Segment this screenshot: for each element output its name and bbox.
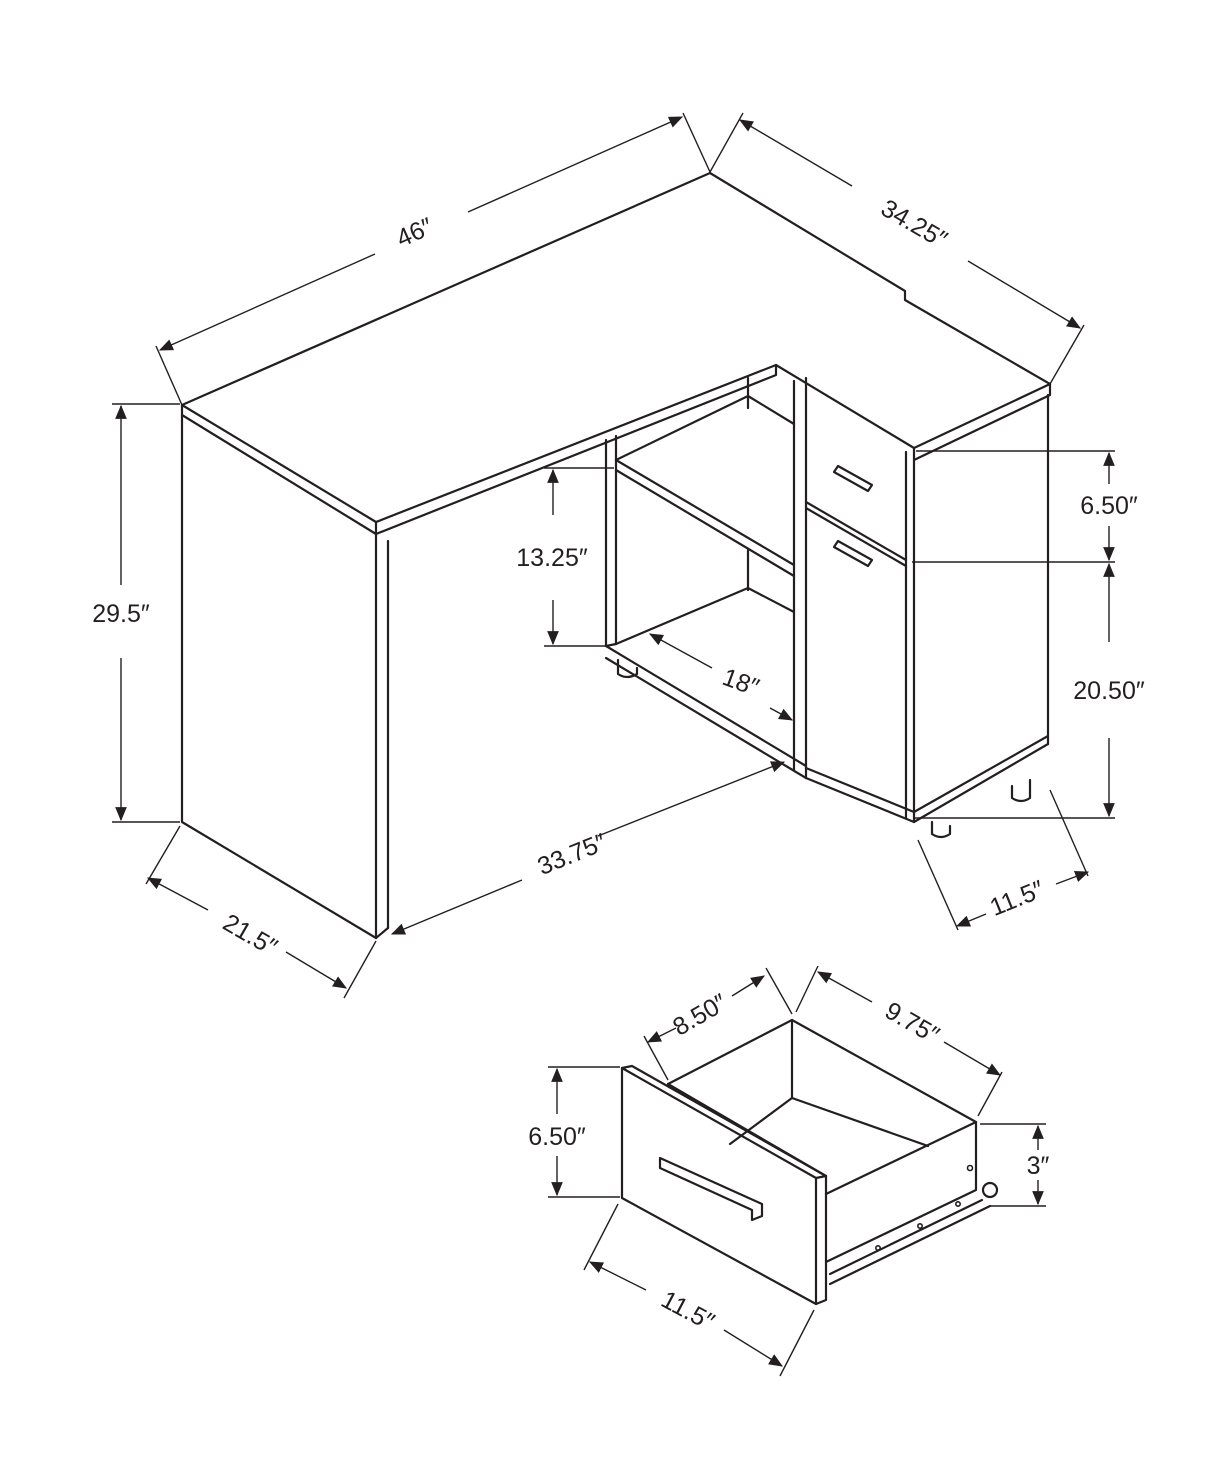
desk-height-label: 29.5″ bbox=[92, 600, 150, 628]
drawer-inner-width-label: 8.50″ bbox=[668, 988, 732, 1041]
open-shelf-unit bbox=[604, 376, 808, 780]
inner-span-label: 33.75″ bbox=[534, 828, 611, 881]
desk-dimensions: 46″ 34.25″ 29.5″ 13.25″ 18″ 6.50″ 2 bbox=[92, 112, 1145, 999]
desk-drawing bbox=[180, 171, 1052, 940]
drawer-front-width-label: 11.5″ bbox=[657, 1286, 719, 1337]
drawer-side-height-label: 3″ bbox=[1027, 1152, 1050, 1180]
shelf-depth-label: 18″ bbox=[719, 663, 763, 702]
desk-width-label: 46″ bbox=[392, 212, 437, 253]
cabinet bbox=[804, 393, 1050, 839]
door-height-label: 20.50″ bbox=[1073, 677, 1145, 705]
shelf-height-label: 13.25″ bbox=[516, 544, 588, 572]
return-depth-label: 34.25″ bbox=[876, 194, 952, 254]
door-handle bbox=[832, 539, 874, 568]
drawer-slide bbox=[824, 1164, 999, 1286]
left-end-panel bbox=[180, 413, 378, 940]
drawer-handle bbox=[832, 464, 874, 493]
drawer-front bbox=[620, 1066, 818, 1306]
drawer-front-handle bbox=[658, 1156, 764, 1222]
drawer-drawing bbox=[620, 1018, 999, 1306]
drawer-height-label: 6.50″ bbox=[1080, 492, 1138, 520]
desk-depth-label: 21.5″ bbox=[218, 909, 282, 962]
drawer-inner-depth-label: 9.75″ bbox=[880, 997, 944, 1050]
cabinet-width-label: 11.5″ bbox=[986, 875, 1048, 922]
drawer-front-height-label: 6.50″ bbox=[528, 1123, 586, 1151]
